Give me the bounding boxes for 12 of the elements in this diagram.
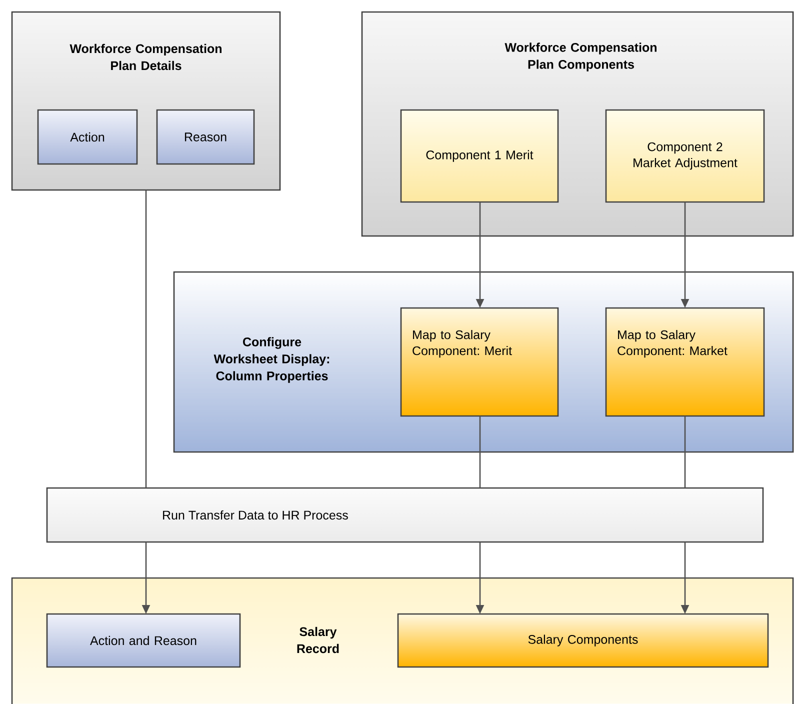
- process-box: Reason: [156, 109, 255, 165]
- process-box: Component 1 Merit: [400, 109, 559, 203]
- process-box: Salary Components: [397, 613, 769, 668]
- process-box: Component 2 Market Adjustment: [605, 109, 765, 203]
- process-box: Action: [37, 109, 138, 165]
- process-bar: Run Transfer Data to HR Process: [46, 487, 764, 543]
- process-box: Map to Salary Component: Merit: [400, 307, 559, 417]
- connector-line: [479, 416, 481, 488]
- connector-line: [145, 190, 147, 488]
- connector-line: [684, 416, 686, 488]
- process-box: Action and Reason: [46, 613, 241, 668]
- process-box: Map to Salary Component: Market: [605, 307, 765, 417]
